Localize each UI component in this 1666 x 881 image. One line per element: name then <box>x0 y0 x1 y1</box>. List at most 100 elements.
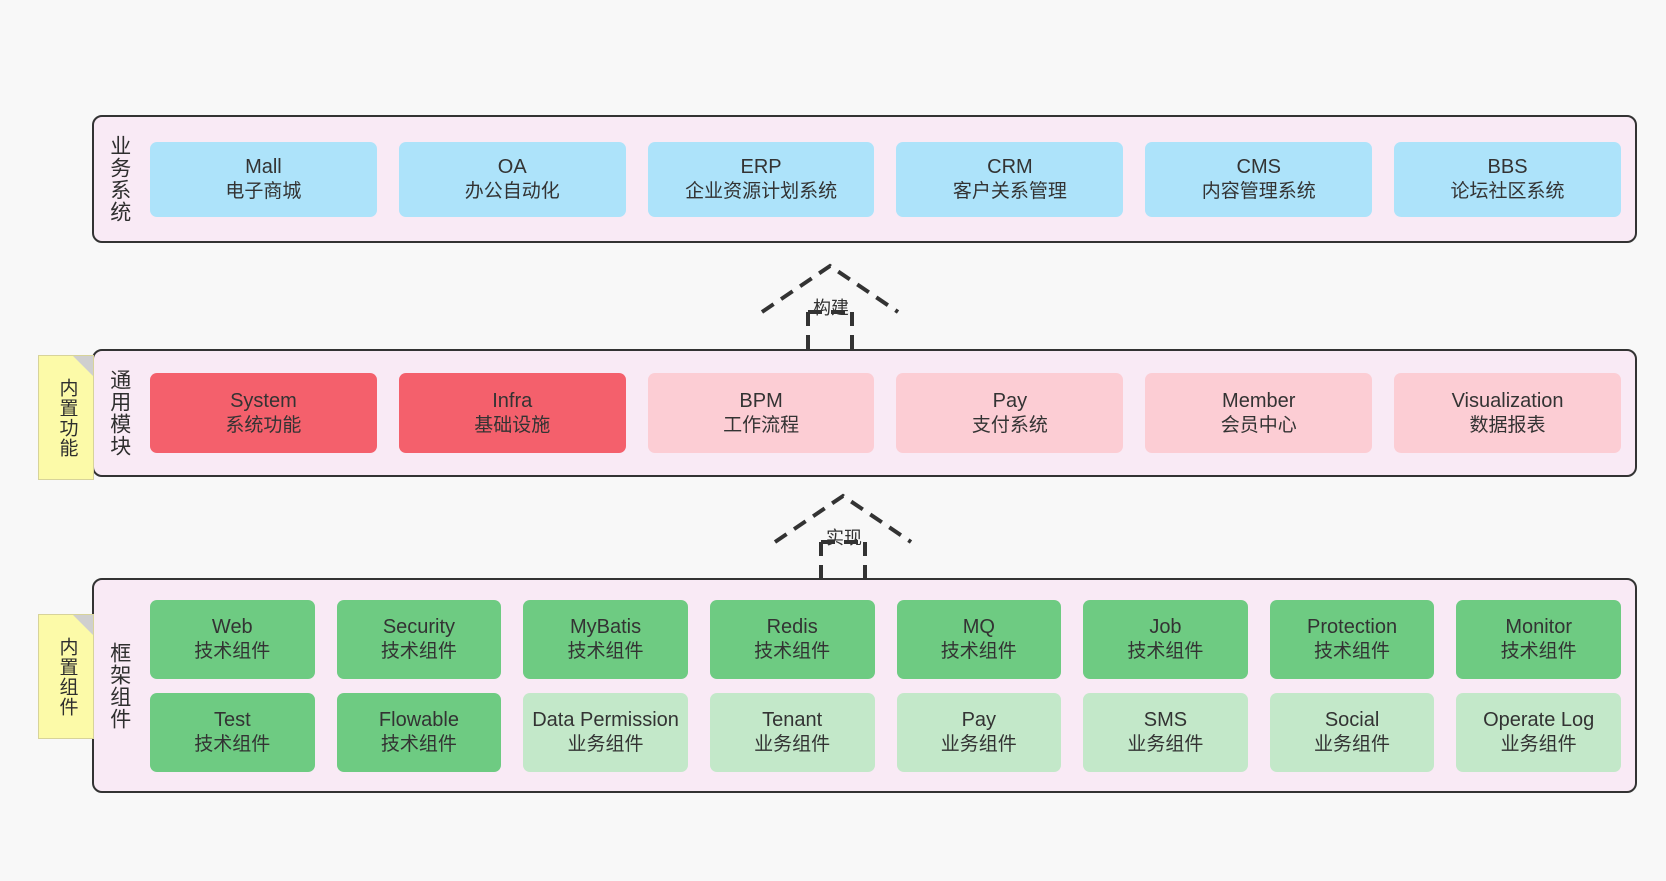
box-title: OA <box>497 156 527 179</box>
layer-body-business-system: Mall 电子商城 OA 办公自动化 ERP 企业资源计划系统 CRM 客户关系… <box>144 117 1635 241</box>
box-subtitle: 技术组件 <box>1500 640 1577 662</box>
connector-build-arrow: 构建 <box>760 262 900 354</box>
layer-body-framework-component: Web 技术组件 Security 技术组件 MyBatis 技术组件 Redi… <box>144 580 1635 791</box>
note-text: 内置组件 <box>56 636 78 717</box>
box-visualization[interactable]: Visualization 数据报表 <box>1394 373 1621 453</box>
box-member[interactable]: Member 会员中心 <box>1145 373 1373 453</box>
box-row: Web 技术组件 Security 技术组件 MyBatis 技术组件 Redi… <box>150 599 1621 679</box>
box-subtitle: 工作流程 <box>723 414 800 436</box>
box-title: Visualization <box>1451 390 1564 413</box>
box-subtitle: 数据报表 <box>1469 414 1546 436</box>
box-operate-log[interactable]: Operate Log 业务组件 <box>1456 692 1621 772</box>
box-subtitle: 业务组件 <box>940 733 1017 755</box>
layer-common-module: 通用模块 System 系统功能 Infra 基础设施 BPM 工作流程 Pay… <box>92 349 1637 477</box>
box-subtitle: 支付系统 <box>971 414 1048 436</box>
box-title: Security <box>382 616 456 639</box>
box-title: Tenant <box>762 709 823 732</box>
box-row: System 系统功能 Infra 基础设施 BPM 工作流程 Pay 支付系统… <box>150 373 1621 453</box>
box-mybatis[interactable]: MyBatis 技术组件 <box>523 599 688 679</box>
box-erp[interactable]: ERP 企业资源计划系统 <box>647 141 875 217</box>
box-subtitle: 业务组件 <box>1127 733 1204 755</box>
layer-framework-component: 框架组件 Web 技术组件 Security 技术组件 MyBatis 技术组件… <box>92 578 1637 793</box>
box-subtitle: 技术组件 <box>380 640 457 662</box>
box-subtitle: 技术组件 <box>1314 640 1391 662</box>
box-job[interactable]: Job 技术组件 <box>1083 599 1248 679</box>
box-subtitle: 技术组件 <box>567 640 644 662</box>
box-social[interactable]: Social 业务组件 <box>1269 692 1435 772</box>
box-title: Member <box>1222 390 1296 413</box>
box-bbs[interactable]: BBS 论坛社区系统 <box>1394 141 1621 217</box>
box-subtitle: 技术组件 <box>194 733 271 755</box>
box-title: Pay <box>961 709 997 732</box>
box-monitor[interactable]: Monitor 技术组件 <box>1456 599 1621 679</box>
box-subtitle: 系统功能 <box>225 414 302 436</box>
box-subtitle: 内容管理系统 <box>1201 180 1316 202</box>
box-subtitle: 业务组件 <box>567 733 644 755</box>
box-title: Job <box>1149 616 1182 639</box>
box-subtitle: 论坛社区系统 <box>1450 180 1565 202</box>
box-oa[interactable]: OA 办公自动化 <box>398 141 626 217</box>
box-flowable[interactable]: Flowable 技术组件 <box>336 692 502 772</box>
box-title: ERP <box>740 156 782 179</box>
box-infra[interactable]: Infra 基础设施 <box>398 373 626 453</box>
box-title: MyBatis <box>570 616 642 639</box>
box-protection[interactable]: Protection 技术组件 <box>1269 599 1435 679</box>
box-row: Test 技术组件 Flowable 技术组件 Data Permission … <box>150 692 1621 772</box>
box-subtitle: 客户关系管理 <box>952 180 1067 202</box>
box-title: Pay <box>992 390 1028 413</box>
box-title: Flowable <box>378 709 459 732</box>
box-subtitle: 技术组件 <box>380 733 457 755</box>
box-data-permission[interactable]: Data Permission 业务组件 <box>523 692 688 772</box>
box-title: Social <box>1324 709 1380 732</box>
box-redis[interactable]: Redis 技术组件 <box>709 599 875 679</box>
box-tenant[interactable]: Tenant 业务组件 <box>709 692 875 772</box>
box-bpm[interactable]: BPM 工作流程 <box>647 373 875 453</box>
box-title: System <box>230 390 297 413</box>
connector-implement-label: 实现 <box>826 528 862 548</box>
box-subtitle: 技术组件 <box>940 640 1017 662</box>
box-title: Protection <box>1307 616 1398 639</box>
box-pay-module[interactable]: Pay 支付系统 <box>896 373 1124 453</box>
box-crm[interactable]: CRM 客户关系管理 <box>896 141 1124 217</box>
box-subtitle: 办公自动化 <box>464 180 560 202</box>
box-mq[interactable]: MQ 技术组件 <box>896 599 1062 679</box>
box-subtitle: 技术组件 <box>754 640 831 662</box>
box-title: Data Permission <box>532 709 679 732</box>
box-title: Mall <box>245 156 282 179</box>
connector-build-label: 构建 <box>813 298 849 318</box>
box-subtitle: 技术组件 <box>1127 640 1204 662</box>
box-title: Test <box>213 709 251 732</box>
box-cms[interactable]: CMS 内容管理系统 <box>1145 141 1373 217</box>
note-fold-corner-icon <box>73 615 93 635</box>
box-title: BBS <box>1487 156 1528 179</box>
box-title: Redis <box>766 616 818 639</box>
box-sms[interactable]: SMS 业务组件 <box>1083 692 1248 772</box>
box-mall[interactable]: Mall 电子商城 <box>150 141 377 217</box>
note-builtin-component: 内置组件 <box>38 614 94 739</box>
layer-title-framework-component: 框架组件 <box>107 641 131 730</box>
box-subtitle: 会员中心 <box>1220 414 1297 436</box>
box-title: Operate Log <box>1483 709 1595 732</box>
box-row: Mall 电子商城 OA 办公自动化 ERP 企业资源计划系统 CRM 客户关系… <box>150 141 1621 217</box>
box-web[interactable]: Web 技术组件 <box>150 599 315 679</box>
box-test[interactable]: Test 技术组件 <box>150 692 315 772</box>
box-security[interactable]: Security 技术组件 <box>336 599 502 679</box>
connector-implement-arrow: 实现 <box>773 492 913 584</box>
note-builtin-function: 内置功能 <box>38 355 94 480</box>
box-subtitle: 电子商城 <box>225 180 302 202</box>
box-subtitle: 业务组件 <box>1314 733 1391 755</box>
box-pay-component[interactable]: Pay 业务组件 <box>896 692 1062 772</box>
box-system[interactable]: System 系统功能 <box>150 373 377 453</box>
box-title: CMS <box>1236 156 1281 179</box>
layer-business-system: 业务系统 Mall 电子商城 OA 办公自动化 ERP 企业资源计划系统 CRM… <box>92 115 1637 243</box>
box-subtitle: 企业资源计划系统 <box>685 180 838 202</box>
box-subtitle: 业务组件 <box>1500 733 1577 755</box>
box-title: BPM <box>739 390 783 413</box>
box-title: Infra <box>492 390 533 413</box>
layer-title-business-system: 业务系统 <box>107 135 131 223</box>
box-subtitle: 基础设施 <box>474 414 551 436</box>
layer-body-common-module: System 系统功能 Infra 基础设施 BPM 工作流程 Pay 支付系统… <box>144 351 1635 475</box>
box-subtitle: 技术组件 <box>194 640 271 662</box>
box-title: Web <box>211 616 253 639</box>
